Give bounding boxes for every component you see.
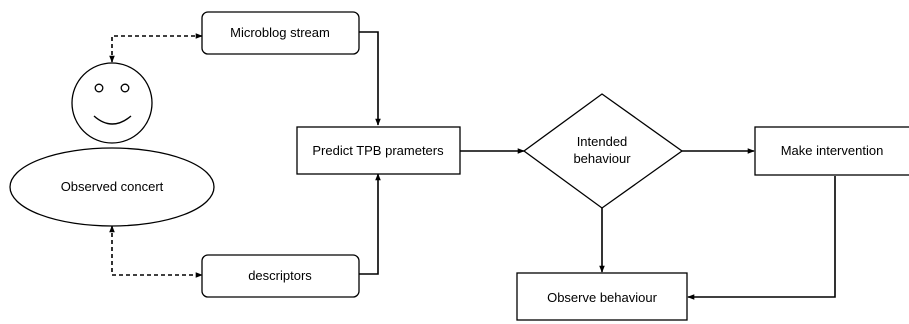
intended-behaviour-label-line1: Intended	[577, 134, 628, 149]
node-intended-behaviour: Intended behaviour	[522, 93, 684, 209]
edges	[109, 31, 836, 300]
edge-descriptors-to-predict	[359, 173, 381, 275]
edge-concert-to-descriptors	[109, 225, 203, 278]
edge-intervention-to-observe	[687, 176, 836, 300]
node-observed-concert: Observed concert	[9, 147, 215, 227]
descriptors-label: descriptors	[248, 268, 312, 283]
edge-microblog-to-predict	[359, 31, 381, 126]
node-descriptors: descriptors	[201, 254, 360, 298]
observe-behaviour-label: Observe behaviour	[547, 290, 658, 305]
node-observe-behaviour: Observe behaviour	[516, 272, 688, 321]
node-microblog-stream: Microblog stream	[201, 11, 360, 55]
predict-tpb-label: Predict TPB prameters	[312, 143, 444, 158]
node-make-intervention: Make intervention	[754, 126, 909, 176]
make-intervention-label: Make intervention	[781, 143, 884, 158]
intended-behaviour-label-line2: behaviour	[573, 151, 631, 166]
observed-concert-label: Observed concert	[61, 179, 164, 194]
node-predict-tpb: Predict TPB prameters	[296, 126, 461, 175]
smiley-face-icon	[71, 62, 153, 144]
edge-person-to-microblog	[109, 33, 203, 63]
microblog-stream-label: Microblog stream	[230, 25, 330, 40]
